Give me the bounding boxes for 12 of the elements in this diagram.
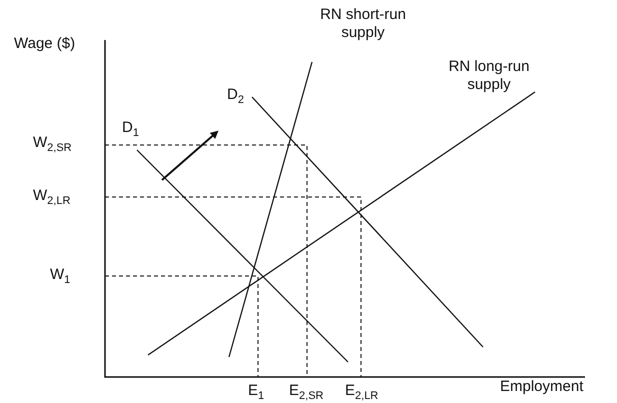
axis-tick-label: W$_{1}$ (50, 266, 70, 288)
curve-label: RN short-run supply (319, 6, 407, 42)
curve-label: D$_{1}$ (122, 119, 139, 141)
curve-label: D$_{2}$ (227, 86, 244, 108)
curve-label: RN long-run supply (448, 58, 530, 94)
axis-title: Employment (500, 378, 584, 396)
axis-title: Wage ($) (14, 35, 76, 53)
axis-tick-label: W$_{2,LR}$ (33, 187, 70, 209)
axis-tick-label: E$_{2,SR}$ (289, 382, 324, 403)
axis-tick-label: E$_{2,LR}$ (345, 382, 378, 403)
axis-tick-label: W$_{2,SR}$ (33, 134, 72, 156)
axis-tick-label: E$_{1}$ (248, 382, 264, 403)
